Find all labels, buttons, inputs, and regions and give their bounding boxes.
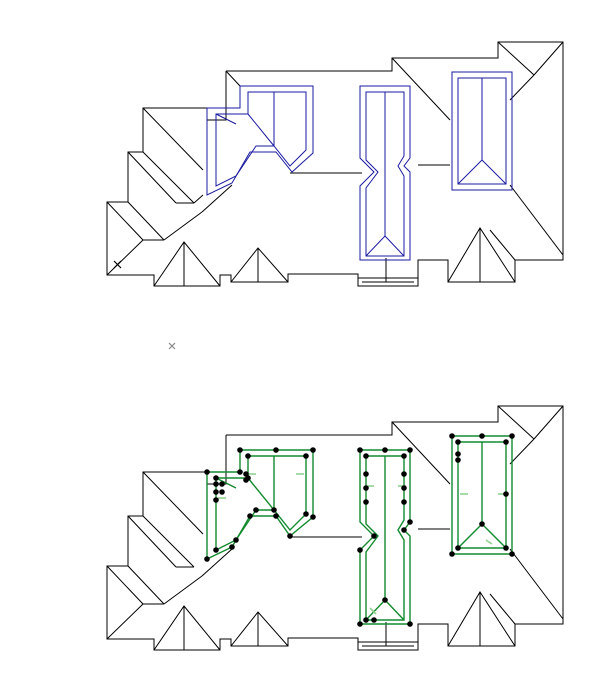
vertex-handle[interactable] (363, 499, 369, 505)
vertex-handle[interactable] (382, 597, 388, 603)
vertex-handle[interactable] (479, 521, 485, 527)
vertex-handle[interactable] (503, 439, 509, 445)
roof-plan-bottom[interactable] (106, 405, 564, 651)
vertex-handle[interactable] (382, 447, 388, 453)
vertex-handle[interactable] (401, 485, 407, 491)
vertex-handle[interactable] (357, 447, 363, 453)
vertex-handle[interactable] (247, 513, 253, 519)
vertex-handle[interactable] (303, 453, 309, 459)
vertex-handle[interactable] (253, 507, 259, 513)
vertex-handle[interactable] (237, 469, 243, 475)
vertex-handle[interactable] (245, 453, 251, 459)
vertex-handle[interactable] (273, 513, 279, 519)
vertex-handle[interactable] (509, 433, 515, 439)
vertex-handle[interactable] (503, 545, 509, 551)
vertex-handle[interactable] (401, 527, 407, 533)
origin-marker (113, 260, 122, 269)
vertex-handle[interactable] (363, 453, 369, 459)
vertex-handle[interactable] (509, 551, 515, 557)
roof-outline (106, 405, 564, 651)
vertex-handle[interactable] (357, 547, 363, 553)
vertex-handle[interactable] (449, 551, 455, 557)
vertex-handle[interactable] (219, 489, 225, 495)
edge-handles[interactable] (218, 473, 506, 615)
vertex-handle[interactable] (271, 507, 277, 513)
vertex-handle[interactable] (407, 519, 413, 525)
vertex-handle[interactable] (407, 621, 413, 627)
vertex-handle[interactable] (213, 547, 219, 553)
vertex-handle[interactable] (363, 485, 369, 491)
vertex-handle[interactable] (455, 439, 461, 445)
vertex-handle[interactable] (449, 433, 455, 439)
vertex-handle[interactable] (219, 481, 225, 487)
vertex-handle[interactable] (310, 447, 316, 453)
vertex-handle[interactable] (310, 514, 316, 520)
roof-plan-top[interactable] (106, 41, 564, 287)
vertex-handle[interactable] (243, 471, 249, 477)
vertex-handle[interactable] (401, 499, 407, 505)
vertex-handle[interactable] (371, 533, 377, 539)
edited-roof-planes[interactable] (206, 435, 513, 625)
selected-roof-planes[interactable] (206, 71, 513, 261)
roof-outline (106, 41, 564, 287)
vertex-handle[interactable] (237, 447, 243, 453)
vertex-handles[interactable] (204, 433, 515, 627)
vertex-handle[interactable] (204, 556, 210, 562)
vertex-handle[interactable] (357, 621, 363, 627)
vertex-handle[interactable] (371, 617, 377, 623)
vertex-handle[interactable] (204, 469, 210, 475)
vertex-handle[interactable] (213, 481, 219, 487)
vertex-handle[interactable] (363, 617, 369, 623)
vertex-handle[interactable] (213, 489, 219, 495)
vertex-handle[interactable] (455, 457, 461, 463)
vertex-handle[interactable] (243, 477, 249, 483)
vertex-handle[interactable] (455, 545, 461, 551)
vertex-handle[interactable] (401, 471, 407, 477)
vertex-handle[interactable] (407, 447, 413, 453)
vertex-handle[interactable] (229, 544, 235, 550)
vertex-handle[interactable] (233, 537, 239, 543)
vertex-handle[interactable] (213, 475, 219, 481)
vertex-handle[interactable] (401, 453, 407, 459)
vertex-handle[interactable] (287, 533, 293, 539)
vertex-handle[interactable] (363, 471, 369, 477)
vertex-handle[interactable] (273, 447, 279, 453)
vertex-handle[interactable] (503, 491, 509, 497)
vertex-handle[interactable] (213, 497, 219, 503)
vertex-handle[interactable] (479, 433, 485, 439)
cursor-marker (168, 342, 176, 350)
vertex-handle[interactable] (303, 511, 309, 517)
vertex-handle[interactable] (455, 451, 461, 457)
